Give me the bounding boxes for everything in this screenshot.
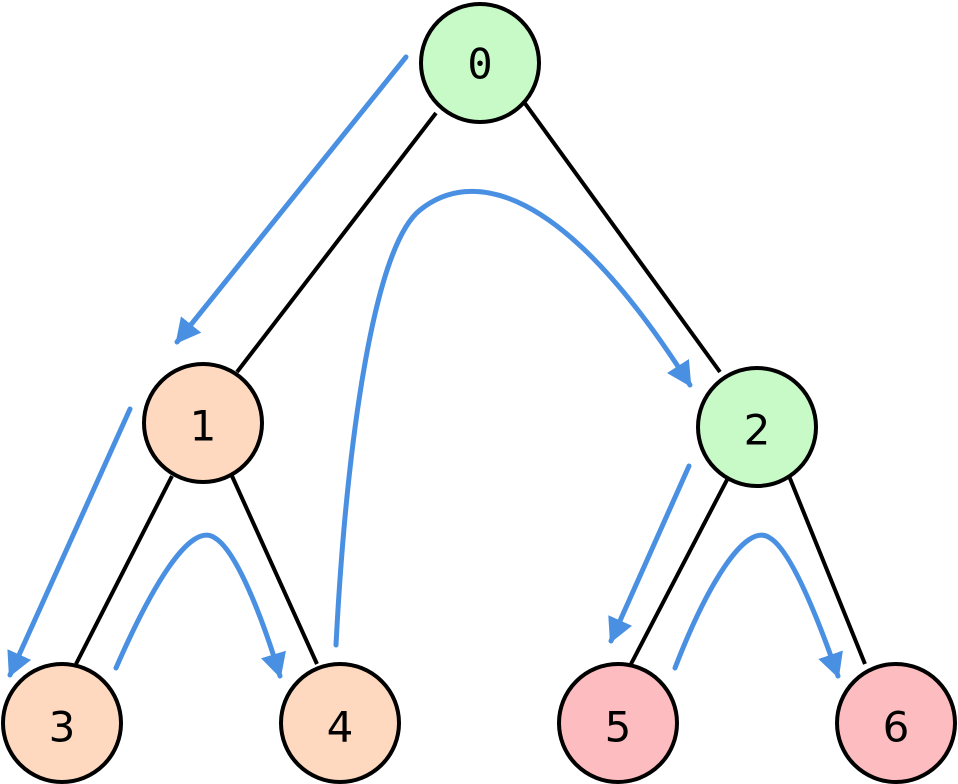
- edge-1-3: [74, 475, 174, 665]
- node-5: 5: [557, 662, 679, 784]
- node-4: 4: [279, 662, 401, 784]
- node-1-label: 1: [190, 402, 217, 451]
- node-6-label: 6: [883, 703, 910, 752]
- node-0-label: 0: [467, 40, 492, 89]
- traversal-arrow-5-to-6: [672, 532, 843, 679]
- node-0: 0: [419, 2, 541, 124]
- edge-2-5: [629, 475, 731, 665]
- node-0-circle: [419, 2, 541, 124]
- node-3: 3: [1, 662, 123, 784]
- node-4-circle: [279, 662, 401, 784]
- traversal-arrow-4-to-2: [333, 188, 693, 648]
- node-6: 6: [835, 662, 957, 784]
- edge-0-1: [235, 111, 438, 374]
- node-5-circle: [557, 662, 679, 784]
- node-4-label: 4: [327, 703, 354, 752]
- node-1-circle: [142, 362, 264, 484]
- edge-0-2: [522, 100, 722, 374]
- traversal-arrow-3-to-4: [113, 532, 286, 679]
- node-3-label: 3: [49, 703, 76, 752]
- node-5-label: 5: [605, 703, 632, 752]
- edge-2-6: [787, 475, 867, 665]
- node-2-circle: [696, 366, 818, 488]
- node-2: 2: [696, 366, 818, 488]
- node-3-circle: [1, 662, 123, 784]
- traversal-arrow-2-to-5: [608, 463, 692, 644]
- node-6-circle: [835, 662, 957, 784]
- traversal-arrow-0-to-1: [174, 54, 409, 345]
- edge-1-4: [230, 475, 319, 665]
- traversal-arrows: [7, 54, 843, 679]
- tree-edges: [74, 100, 867, 665]
- traversal-arrow-1-to-3: [7, 406, 133, 678]
- node-2-label: 2: [744, 406, 771, 455]
- node-1: 1: [142, 362, 264, 484]
